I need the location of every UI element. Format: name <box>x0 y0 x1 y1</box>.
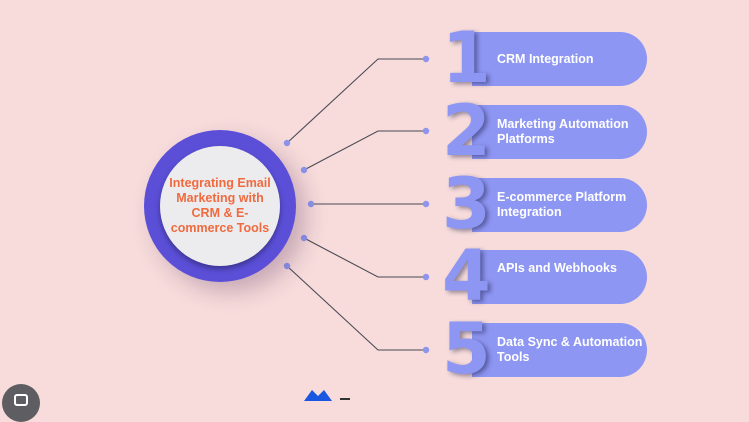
step-item-1: 1 CRM Integration <box>442 22 650 94</box>
step-number: 2 <box>442 90 491 172</box>
hub-title: Integrating Email Marketing with CRM & E… <box>169 176 271 235</box>
connector-1 <box>286 58 426 144</box>
connector-dot <box>283 262 291 270</box>
step-pill <box>472 250 647 304</box>
connector-dot <box>307 200 315 208</box>
connector-dot <box>300 166 308 174</box>
step-pill <box>472 32 647 86</box>
step-label: Marketing Automation Platforms <box>497 117 629 146</box>
step-item-5: 5 Data Sync & Automation Tools <box>442 313 650 385</box>
connector-5 <box>286 265 426 351</box>
logo-icon <box>304 390 350 401</box>
connector-lines <box>283 55 430 354</box>
step-item-4: 4 APIs and Webhooks <box>442 240 650 312</box>
step-item-2: 2 Marketing Automation Platforms <box>442 95 650 167</box>
step-number: 3 <box>442 163 491 245</box>
connector-dot <box>422 200 430 208</box>
connector-dot <box>422 127 430 135</box>
connector-dot <box>283 139 291 147</box>
connector-dot <box>300 234 308 242</box>
connector-2 <box>303 130 426 171</box>
step-number: 1 <box>442 17 491 99</box>
step-pill <box>472 323 647 377</box>
briefcase-icon[interactable] <box>2 384 40 422</box>
step-number: 4 <box>442 235 491 317</box>
step-item-3: 3 E-commerce Platform Integration <box>442 168 650 240</box>
step-number: 5 <box>442 308 491 390</box>
connector-dot <box>422 273 430 281</box>
step-label: E-commerce Platform Integration <box>497 190 627 219</box>
briefcase-glyph <box>14 394 28 406</box>
step-label: CRM Integration <box>497 51 594 66</box>
step-label: Data Sync & Automation Tools <box>497 335 643 364</box>
step-pill <box>472 178 647 232</box>
step-label: APIs and Webhooks <box>497 261 617 275</box>
connector-4 <box>303 237 426 278</box>
hub-circle: Integrating Email Marketing with CRM & E… <box>160 146 280 266</box>
connector-dot <box>422 346 430 354</box>
connector-dot <box>422 55 430 63</box>
step-pill <box>472 105 647 159</box>
